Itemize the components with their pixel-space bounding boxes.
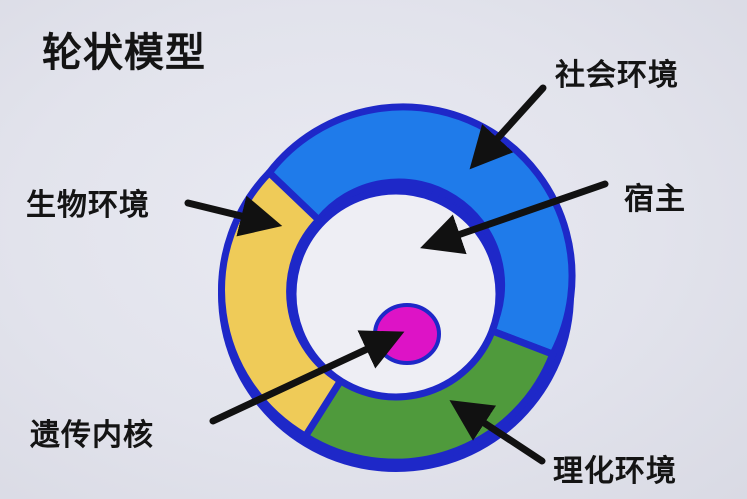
arrow-genetic-core [209,330,405,425]
arrow-physical-env [449,400,546,465]
arrow-social-env [469,84,547,170]
label-biological-environment: 生物环境 [26,188,150,223]
slide-title: 轮状模型 [42,30,206,76]
arrow-bio-env [184,195,283,237]
label-genetic-core: 遗传内核 [30,418,154,453]
label-physical-environment: 理化环境 [553,454,677,489]
genetic-core-ellipse [373,303,441,365]
label-host: 宿主 [624,182,686,217]
arrow-host [420,180,609,255]
label-social-environment: 社会环境 [555,58,679,93]
